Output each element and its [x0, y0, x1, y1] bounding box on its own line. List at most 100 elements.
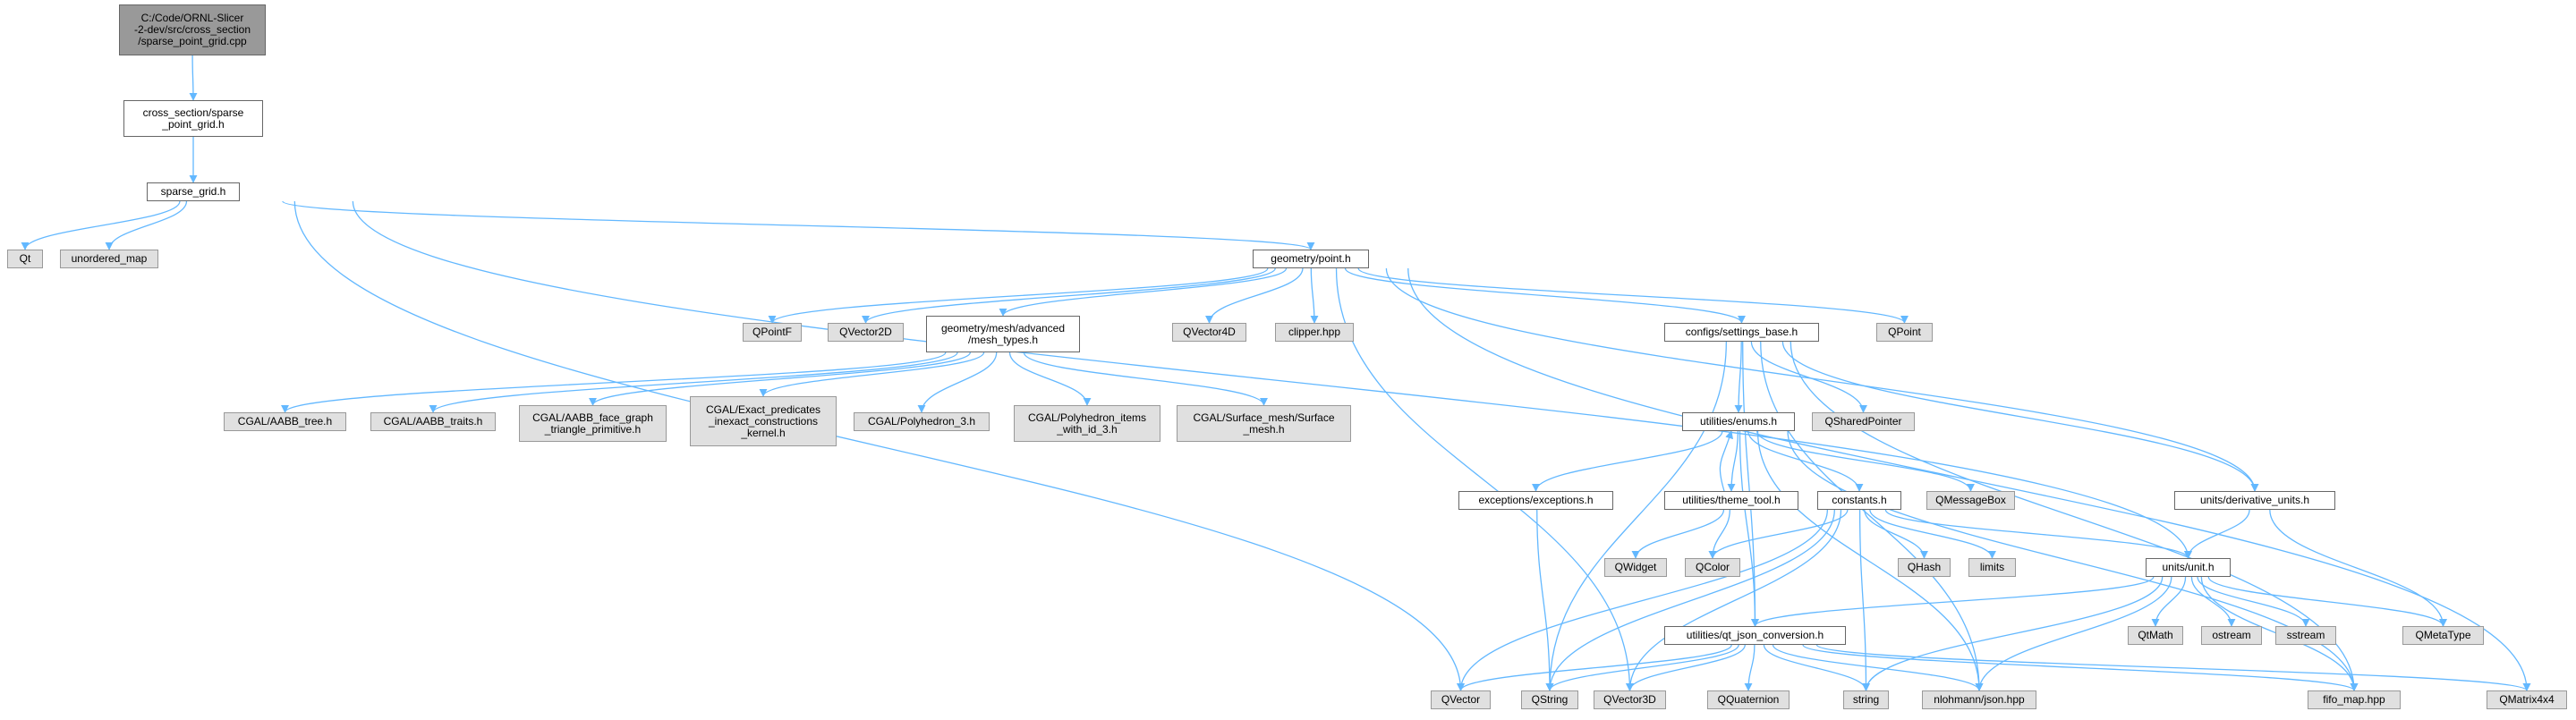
edge-geometry-point-h-to-settings-base-h — [1344, 267, 1746, 324]
edge-units-unit-h-to-ostream — [2190, 576, 2236, 627]
edge-utilities-enums-h-to-qt-json-conversion-h — [1739, 430, 1760, 627]
edge-mesh-types-h-to-cgal-aabb-traits — [429, 352, 958, 413]
edge-qt-json-conversion-h-to-nlohmann-json — [1772, 644, 1984, 691]
edge-theme-tool-h-to-utilities-enums-h — [1719, 430, 1734, 492]
node-qvector: QVector — [1431, 690, 1491, 709]
edge-utilities-enums-h-to-theme-tool-h — [1727, 430, 1739, 492]
edge-qt-json-conversion-h-to-string — [1763, 644, 1871, 691]
edge-settings-base-h-to-derivative-units-h — [1781, 341, 2259, 492]
edge-constants-h-to-qcolor — [1708, 509, 1849, 559]
node-qmessagebox: QMessageBox — [1926, 491, 2015, 510]
edge-mesh-types-h-to-cgal-aabb-tree — [281, 352, 947, 413]
node-qvector2d: QVector2D — [828, 323, 904, 342]
node-qwidget: QWidget — [1604, 558, 1667, 577]
node-qhash: QHash — [1898, 558, 1951, 577]
node-qpoint: QPoint — [1876, 323, 1933, 342]
node-cgal-surface-mesh: CGAL/Surface_mesh/Surface _mesh.h — [1177, 405, 1351, 442]
node-sparse-grid-h[interactable]: sparse_grid.h — [147, 182, 240, 201]
edge-utilities-enums-h-to-qmessagebox — [1756, 430, 1975, 492]
edge-theme-tool-h-to-qwidget — [1631, 509, 1725, 559]
node-cgal-polyhedron-3: CGAL/Polyhedron_3.h — [854, 412, 990, 431]
edge-constants-h-to-units-unit-h — [1884, 509, 2192, 559]
node-qsharedpointer: QSharedPointer — [1812, 412, 1915, 431]
edge-derivative-units-h-to-qmetatype — [2269, 509, 2448, 627]
node-cgal-polyhedron-items: CGAL/Polyhedron_items _with_id_3.h — [1014, 405, 1160, 442]
node-sstream: sstream — [2275, 626, 2336, 645]
node-utilities-enums-h[interactable]: utilities/enums.h — [1682, 412, 1795, 431]
edge-geometry-point-h-to-qvector2d — [862, 267, 1276, 324]
node-cgal-aabb-traits: CGAL/AABB_traits.h — [370, 412, 496, 431]
edge-constants-h-to-qstring — [1545, 509, 1835, 691]
edge-utilities-enums-h-to-exceptions-h — [1532, 430, 1723, 492]
node-settings-base-h[interactable]: configs/settings_base.h — [1664, 323, 1819, 342]
edge-geometry-point-h-to-qvector4d — [1204, 267, 1304, 324]
edge-geometry-point-h-to-qpointf — [768, 267, 1269, 324]
edge-geometry-point-h-to-qvector3d — [1335, 267, 1635, 691]
node-constants-h[interactable]: constants.h — [1817, 491, 1901, 510]
node-cgal-exact-predicates: CGAL/Exact_predicates _inexact_construct… — [690, 396, 837, 446]
node-units-unit-h[interactable]: units/unit.h — [2146, 558, 2231, 577]
edge-sparse-grid-h-to-geometry-point-h — [282, 200, 1315, 250]
node-unordered-map: unordered_map — [60, 250, 158, 268]
node-cgal-aabb-face-graph: CGAL/AABB_face_graph _triangle_primitive… — [519, 405, 667, 442]
edge-utilities-enums-h-to-nlohmann-json — [1756, 430, 1984, 691]
edge-mesh-types-h-to-cgal-polyhedron-3 — [917, 352, 998, 413]
node-qvector4d: QVector4D — [1172, 323, 1246, 342]
edge-units-unit-h-to-nlohmann-json — [1975, 576, 2172, 691]
edge-units-unit-h-to-qtmath — [2151, 576, 2187, 627]
node-ostream: ostream — [2201, 626, 2262, 645]
edge-utilities-enums-h-to-fifo-map — [1787, 430, 2359, 691]
node-exceptions-h[interactable]: exceptions/exceptions.h — [1458, 491, 1613, 510]
node-mesh-types-h[interactable]: geometry/mesh/advanced /mesh_types.h — [926, 316, 1080, 352]
edge-sparse-grid-h-to-qt — [21, 200, 181, 250]
edge-units-unit-h-to-string — [1861, 576, 2164, 691]
edge-sparse-grid-h-to-unordered-map — [105, 200, 188, 250]
edge-qt-json-conversion-h-to-qmatrix4x4 — [1815, 644, 2531, 691]
edge-constants-h-to-qhash — [1864, 509, 1929, 559]
edge-constants-h-to-qvector — [1456, 509, 1829, 691]
edge-mesh-types-h-to-cgal-aabb-face-graph — [589, 352, 971, 406]
edge-qt-json-conversion-h-to-qvector3d — [1625, 644, 1746, 691]
node-sparse-point-grid-cpp[interactable]: C:/Code/ORNL-Slicer -2-dev/src/cross_sec… — [119, 4, 266, 55]
edge-qt-json-conversion-h-to-qstring — [1545, 644, 1739, 691]
edge-geometry-point-h-to-clipper-hpp — [1310, 267, 1319, 324]
node-derivative-units-h[interactable]: units/derivative_units.h — [2174, 491, 2335, 510]
edge-settings-base-h-to-qstring — [1545, 341, 1727, 691]
edge-geometry-point-h-to-derivative-units-h — [1385, 267, 2259, 492]
node-qvector3d: QVector3D — [1594, 690, 1666, 709]
edge-qt-json-conversion-h-to-qvector — [1457, 644, 1732, 691]
node-cross-section-sparse-point-grid-h[interactable]: cross_section/sparse _point_grid.h — [123, 100, 263, 137]
node-qmetatype: QMetaType — [2402, 626, 2484, 645]
node-geometry-point-h[interactable]: geometry/point.h — [1253, 250, 1369, 268]
edge-theme-tool-h-to-qcolor — [1708, 509, 1730, 559]
node-qt-json-conversion-h[interactable]: utilities/qt_json_conversion.h — [1664, 626, 1846, 645]
node-qcolor: QColor — [1685, 558, 1740, 577]
edge-mesh-types-h-to-cgal-polyhedron-items — [1008, 352, 1092, 406]
node-string: string — [1843, 690, 1889, 709]
edge-constants-h-to-qvector3d — [1625, 509, 1842, 691]
node-qstring: QString — [1521, 690, 1578, 709]
edge-utilities-enums-h-to-constants-h — [1747, 430, 1864, 492]
node-qtmath: QtMath — [2128, 626, 2183, 645]
edge-constants-h-to-string — [1858, 509, 1871, 691]
edge-mesh-types-h-to-cgal-exact-predicates — [759, 352, 985, 397]
edge-settings-base-h-to-fifo-map — [1790, 341, 2359, 691]
edge-settings-base-h-to-utilities-enums-h — [1734, 341, 1743, 413]
node-limits: limits — [1968, 558, 2016, 577]
edge-settings-base-h-to-qt-json-conversion-h — [1742, 341, 1760, 627]
edge-settings-base-h-to-qsharedpointer — [1750, 341, 1868, 413]
edge-qt-json-conversion-h-to-fifo-map — [1802, 644, 2359, 691]
node-nlohmann-json: nlohmann/json.hpp — [1922, 690, 2036, 709]
edge-settings-base-h-to-nlohmann-json — [1760, 341, 1984, 691]
edge-geometry-point-h-to-qpoint — [1357, 267, 1909, 324]
edge-qt-json-conversion-h-to-qquaternion — [1744, 644, 1756, 691]
edge-units-unit-h-to-qmetatype — [2207, 576, 2447, 627]
edge-mesh-types-h-to-cgal-surface-mesh — [1023, 352, 1268, 406]
node-qmatrix4x4: QMatrix4x4 — [2487, 690, 2567, 709]
node-theme-tool-h[interactable]: utilities/theme_tool.h — [1664, 491, 1798, 510]
node-qpointf: QPointF — [743, 323, 802, 342]
edge-sparse-point-grid-cpp-to-cross-section-sparse-point-grid-h — [189, 55, 198, 101]
node-cgal-aabb-tree: CGAL/AABB_tree.h — [224, 412, 346, 431]
